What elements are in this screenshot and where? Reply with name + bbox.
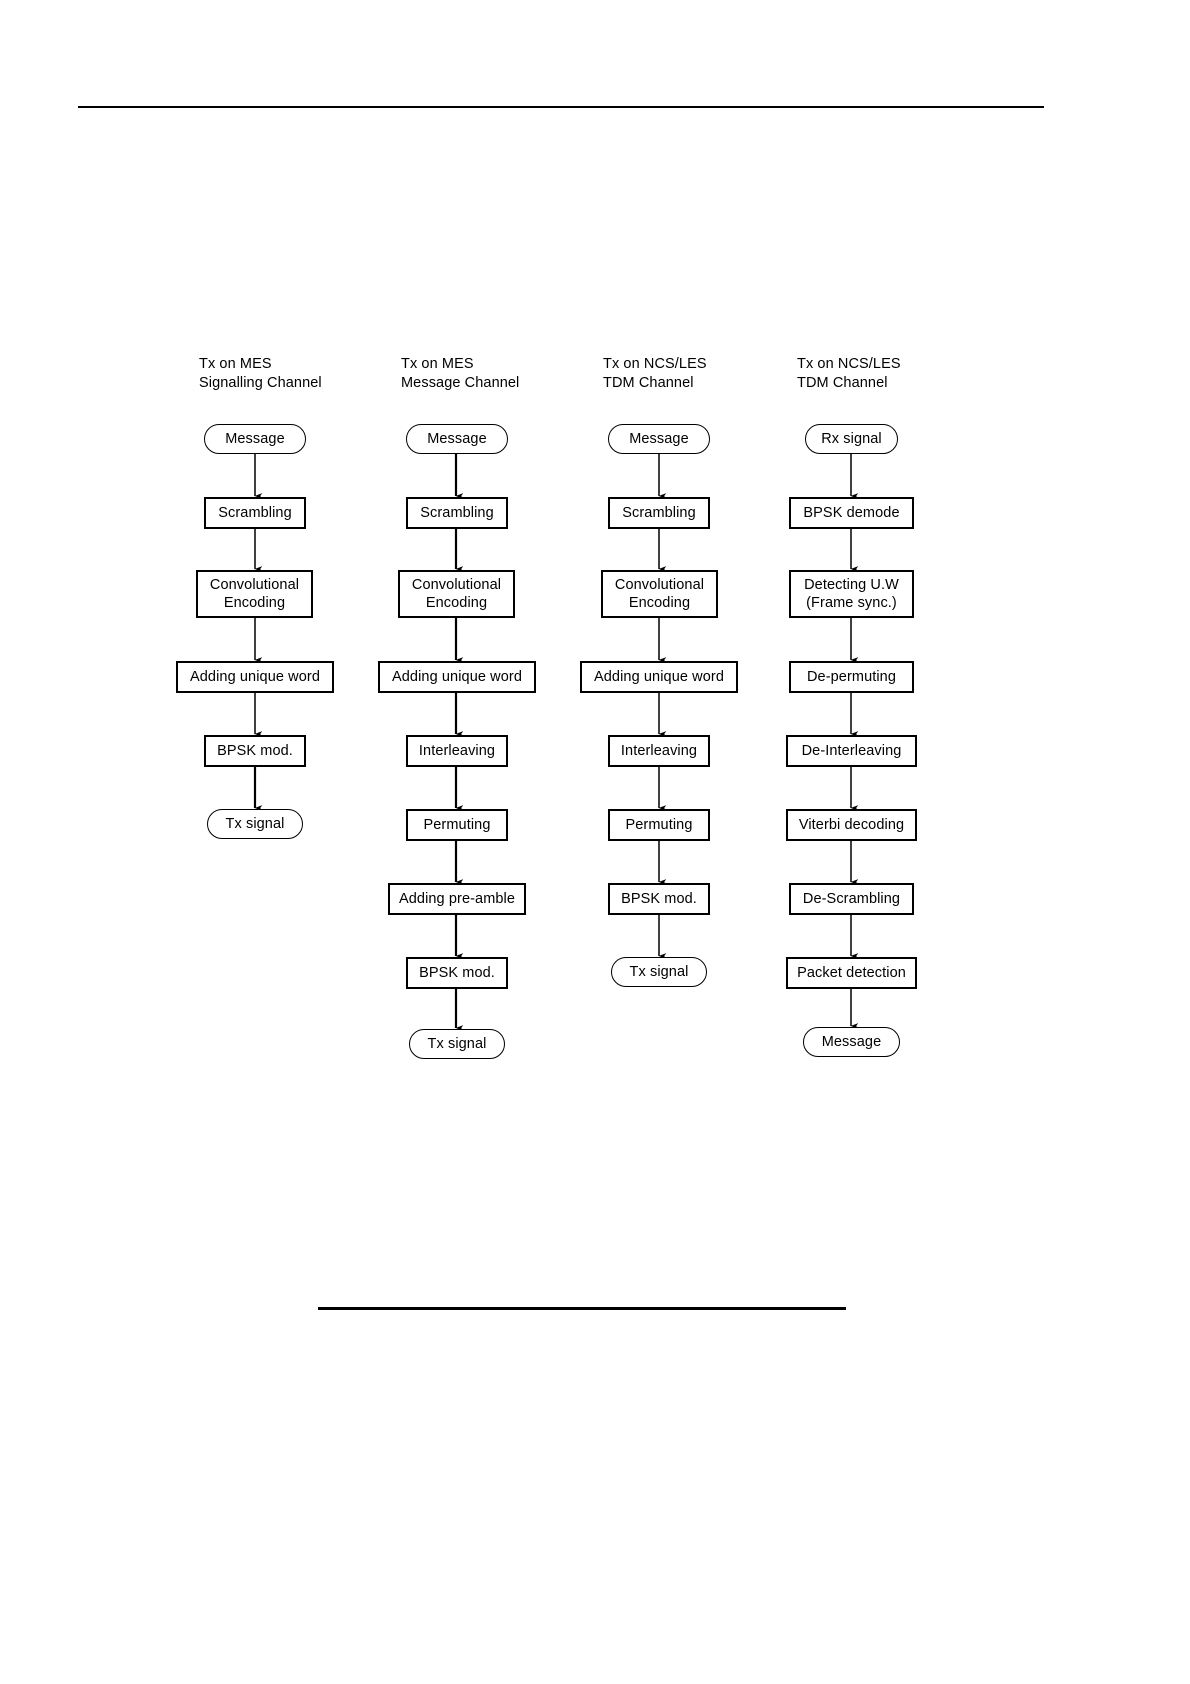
flow-node-label: Encoding <box>425 595 488 611</box>
flow-node-tx-signal: Tx signal <box>611 957 707 987</box>
flow-node-message: Message <box>608 424 710 454</box>
flow-node-label: Interleaving <box>620 743 698 759</box>
flow-node-permuting: Permuting <box>608 809 710 841</box>
flow-node-bpsk-mod: BPSK mod. <box>406 957 508 989</box>
flow-node-label: Encoding <box>223 595 286 611</box>
flow-node-label: Adding unique word <box>392 669 522 685</box>
flow-node-label: Message <box>225 431 285 447</box>
flow-node-label: Adding unique word <box>594 669 724 685</box>
flow-node-label: Convolutional <box>209 577 300 593</box>
flow-node-label: Adding unique word <box>190 669 320 685</box>
flow-node-de-scrambling: De-Scrambling <box>789 883 914 915</box>
flow-node-de-permuting: De-permuting <box>789 661 914 693</box>
flow-node-label: Tx signal <box>629 964 689 980</box>
flow-node-bpsk-mod: BPSK mod. <box>608 883 710 915</box>
flow-node-label: BPSK mod. <box>217 743 293 759</box>
column-title-col-signalling: Tx on MES Signalling Channel <box>199 355 322 393</box>
flow-node-label: Rx signal <box>821 431 882 447</box>
flow-node-adding-unique-word: Adding unique word <box>378 661 536 693</box>
flow-node-de-interleaving: De-Interleaving <box>786 735 917 767</box>
column-title-line: Signalling Channel <box>199 375 322 391</box>
flow-node-scrambling: Scrambling <box>204 497 306 529</box>
flow-node-label: Tx signal <box>427 1036 487 1052</box>
flow-node-label: Convolutional <box>614 577 705 593</box>
column-title-col-message: Tx on MES Message Channel <box>401 355 519 393</box>
flow-node-label: BPSK demode <box>803 505 900 521</box>
flow-node-label: Viterbi decoding <box>798 817 905 833</box>
flow-node-label: Detecting U.W <box>804 577 899 593</box>
column-title-col-tdm-tx: Tx on NCS/LES TDM Channel <box>603 355 707 393</box>
flow-node-label: Convolutional <box>411 577 502 593</box>
footer-rule <box>318 1307 846 1310</box>
flow-node-label: Message <box>427 431 487 447</box>
flow-node-label: Scrambling <box>622 505 696 521</box>
flow-node-label: Message <box>821 1034 882 1050</box>
flow-node-label: De-Scrambling <box>802 891 901 907</box>
flow-node-adding-pre-amble: Adding pre-amble <box>388 883 526 915</box>
flow-node-label: Interleaving <box>418 743 496 759</box>
column-title-line: Tx on NCS/LES <box>797 356 901 372</box>
flow-node-message: Message <box>803 1027 900 1057</box>
column-title-col-tdm-rx: Tx on NCS/LES TDM Channel <box>797 355 901 393</box>
flow-node-message: Message <box>204 424 306 454</box>
flow-node-label: Scrambling <box>218 505 292 521</box>
flow-node-adding-unique-word: Adding unique word <box>580 661 738 693</box>
flow-node-label: BPSK mod. <box>419 965 495 981</box>
flow-node-bpsk-demode: BPSK demode <box>789 497 914 529</box>
column-title-line: TDM Channel <box>797 375 888 391</box>
flow-node-adding-unique-word: Adding unique word <box>176 661 334 693</box>
flow-node-tx-signal: Tx signal <box>207 809 303 839</box>
flow-node-permuting: Permuting <box>406 809 508 841</box>
flow-node-label: Tx signal <box>225 816 285 832</box>
flow-node-interleaving: Interleaving <box>406 735 508 767</box>
flow-node-label: Scrambling <box>420 505 494 521</box>
header-rule <box>78 106 1044 108</box>
flow-node-rx-signal: Rx signal <box>805 424 898 454</box>
flow-node-scrambling: Scrambling <box>608 497 710 529</box>
column-title-line: Tx on MES <box>199 356 272 372</box>
flow-node-label: Packet detection <box>797 965 906 981</box>
flow-node-scrambling: Scrambling <box>406 497 508 529</box>
flow-node-label: Adding pre-amble <box>398 891 516 907</box>
flow-node-label: Encoding <box>628 595 691 611</box>
flow-node-detecting-u-w-frame-sync: Detecting U.W (Frame sync.) <box>789 570 914 618</box>
flow-node-label: De-Interleaving <box>801 743 902 759</box>
column-title-line: Tx on MES <box>401 356 474 372</box>
flow-node-label: Permuting <box>625 817 693 833</box>
flow-node-viterbi-decoding: Viterbi decoding <box>786 809 917 841</box>
flow-node-packet-detection: Packet detection <box>786 957 917 989</box>
flow-node-tx-signal: Tx signal <box>409 1029 505 1059</box>
flow-node-label: Message <box>629 431 689 447</box>
flow-node-label: Permuting <box>423 817 491 833</box>
flow-node-label: De-permuting <box>806 669 897 685</box>
flow-node-message: Message <box>406 424 508 454</box>
column-title-line: TDM Channel <box>603 375 694 391</box>
flow-node-interleaving: Interleaving <box>608 735 710 767</box>
flow-node-label: (Frame sync.) <box>806 595 897 611</box>
column-title-line: Tx on NCS/LES <box>603 356 707 372</box>
column-title-line: Message Channel <box>401 375 520 391</box>
flow-node-bpsk-mod: BPSK mod. <box>204 735 306 767</box>
flow-node-label: BPSK mod. <box>621 891 697 907</box>
